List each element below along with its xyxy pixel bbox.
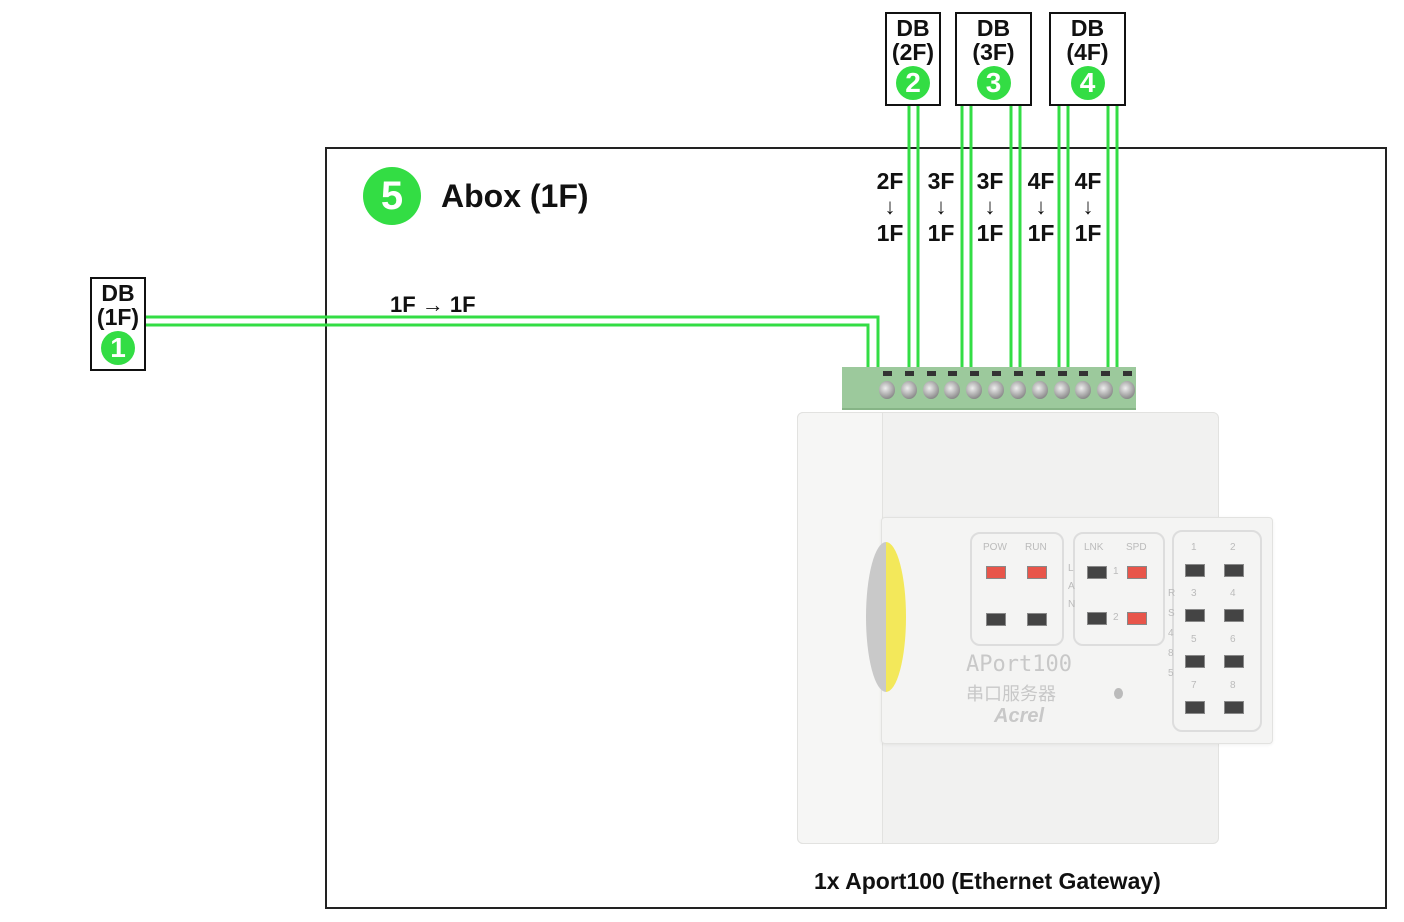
route-from: 2F: [876, 168, 904, 194]
lan1-speed-led: [1127, 566, 1147, 579]
brand-logo: Acrel: [994, 705, 1045, 727]
db-badge: 2: [896, 66, 930, 100]
db-2f: DB (2F) 2: [885, 12, 941, 106]
down-arrow-icon: ↓: [935, 194, 947, 219]
terminal-screw: [1053, 367, 1071, 403]
db-badge: 1: [101, 331, 135, 365]
terminal-screw: [987, 367, 1005, 403]
wire-1f-a: [146, 315, 880, 370]
spd-label: SPD: [1126, 542, 1147, 553]
terminal-screw: [922, 367, 940, 403]
down-arrow-icon: ↓: [884, 194, 896, 219]
route-to: 1F: [1074, 220, 1102, 246]
terminal-screw: [943, 367, 961, 403]
rs485-port-label: 8: [1230, 680, 1236, 691]
rs485-led: [1224, 701, 1244, 714]
down-arrow-icon: ↓: [1035, 194, 1047, 219]
route-label: 3F ↓ 1F: [970, 168, 1010, 246]
reset-button: [1114, 688, 1123, 699]
run-label: RUN: [1025, 542, 1047, 553]
rs485-port-label: 6: [1230, 634, 1236, 645]
abox-title: 5 Abox (1F): [363, 167, 589, 225]
device-caption: 1x Aport100 (Ethernet Gateway): [814, 868, 1161, 894]
status-led: [986, 613, 1006, 626]
db-3f: DB (3F) 3: [955, 12, 1032, 106]
rs485-port-label: 4: [1230, 588, 1236, 599]
terminal-screw: [1031, 367, 1049, 403]
route-to: 1F: [927, 220, 955, 246]
abox-badge: 5: [363, 167, 421, 225]
rs485-led: [1185, 609, 1205, 622]
rs485-port-label: 7: [1191, 680, 1197, 691]
db-floor: (4F): [1066, 39, 1109, 65]
lan2-speed-led: [1127, 612, 1147, 625]
terminal-screw: [965, 367, 983, 403]
db-badge: 3: [976, 66, 1011, 100]
device-front-panel: [881, 517, 1273, 744]
rs485-port-label: 1: [1191, 542, 1197, 553]
device-model: APort100: [966, 652, 1072, 677]
lan-port-label: 1: [1113, 566, 1119, 577]
rs485-led: [1224, 564, 1244, 577]
rs485-led: [1224, 655, 1244, 668]
down-arrow-icon: ↓: [1082, 194, 1094, 219]
status-led-panel: [970, 532, 1064, 646]
terminal-screw: [1118, 367, 1136, 403]
route-label: 3F ↓ 1F: [921, 168, 961, 246]
lan-port-label: 2: [1113, 612, 1119, 623]
db-badge: 4: [1070, 66, 1105, 100]
pow-label: POW: [983, 542, 1007, 553]
db-floor: (2F): [891, 39, 935, 65]
db-floor: (1F): [96, 304, 140, 330]
route-to: 1F: [1027, 220, 1055, 246]
route-from: 3F: [927, 168, 955, 194]
route-label: 2F ↓ 1F: [870, 168, 910, 246]
db-floor: (3F): [972, 39, 1015, 65]
status-led: [1027, 613, 1047, 626]
lnk-label: LNK: [1084, 542, 1104, 553]
rs485-port-label: 2: [1230, 542, 1236, 553]
device-side-label: [866, 542, 906, 692]
abox-label: Abox (1F): [441, 177, 589, 214]
terminal-screw: [1096, 367, 1114, 403]
rs485-port-label: 3: [1191, 588, 1197, 599]
route-from: 4F: [1074, 168, 1102, 194]
db-label: DB: [896, 15, 930, 41]
route-from: 4F: [1027, 168, 1055, 194]
db-label: DB: [101, 280, 135, 306]
terminal-screw: [1009, 367, 1027, 403]
device-subtitle: 串口服务器: [966, 684, 1056, 705]
rs485-led: [1185, 701, 1205, 714]
rs485-led-panel: [1172, 530, 1262, 732]
abox-frame: [325, 147, 1387, 909]
terminal-screw: [1074, 367, 1092, 403]
lan1-link-led: [1087, 566, 1107, 579]
rs485-led: [1185, 564, 1205, 577]
route-from: 3F: [976, 168, 1004, 194]
lan-side-label: LAN: [1068, 563, 1076, 610]
db-label: DB: [1070, 15, 1105, 41]
terminal-screw: [878, 367, 896, 403]
down-arrow-icon: ↓: [984, 194, 996, 219]
rs485-port-label: 5: [1191, 634, 1197, 645]
db-4f: DB (4F) 4: [1049, 12, 1126, 106]
terminal-block: [842, 367, 1136, 410]
route-to: 1F: [976, 220, 1004, 246]
wire-1f-b: [146, 323, 870, 370]
lan-led-panel: [1073, 532, 1165, 646]
route-label-horizontal: 1F → 1F: [390, 292, 476, 317]
run-led: [1027, 566, 1047, 579]
route-to: 1F: [876, 220, 904, 246]
rs485-led: [1185, 655, 1205, 668]
db-label: DB: [976, 15, 1011, 41]
rs485-led: [1224, 609, 1244, 622]
db-1f: DB (1F) 1: [90, 277, 146, 371]
route-label: 4F ↓ 1F: [1021, 168, 1061, 246]
rs485-side-label: RS485: [1168, 588, 1176, 679]
route-label: 4F ↓ 1F: [1068, 168, 1108, 246]
lan2-link-led: [1087, 612, 1107, 625]
terminal-screw: [900, 367, 918, 403]
pow-led: [986, 566, 1006, 579]
